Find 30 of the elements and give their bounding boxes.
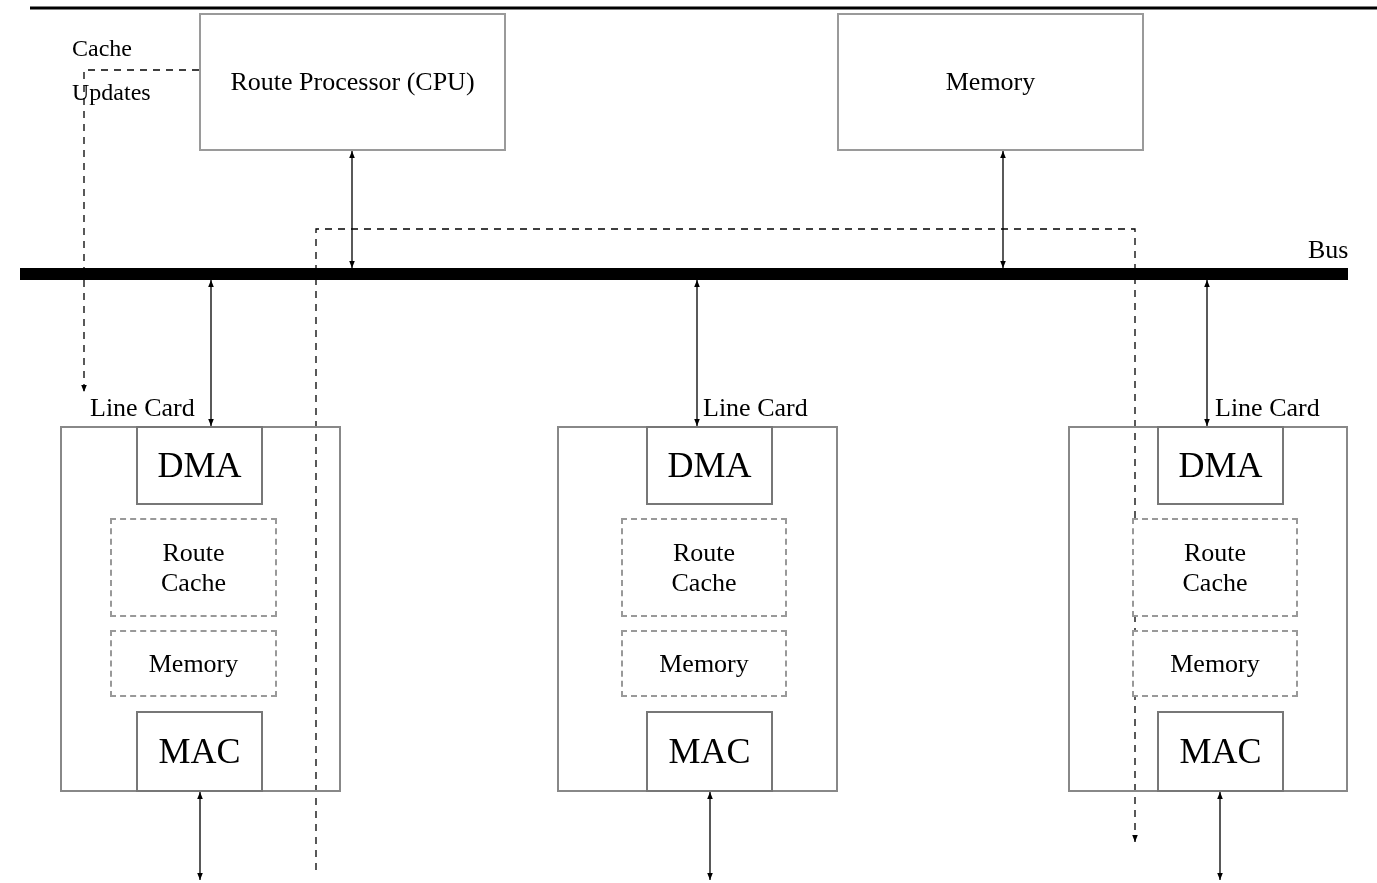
arrow xyxy=(197,791,203,881)
arrow xyxy=(707,791,713,881)
bus-label: Bus xyxy=(1308,234,1349,266)
module-box: Memory xyxy=(1132,630,1298,697)
card-heading: Line Card xyxy=(90,392,195,424)
component-box: Memory xyxy=(837,13,1144,151)
module-box: MAC xyxy=(1157,711,1284,792)
module-box: DMA xyxy=(1157,426,1284,505)
module-box: MAC xyxy=(136,711,263,792)
arrow xyxy=(208,279,214,427)
module-box: MAC xyxy=(646,711,773,792)
dashed-arrow xyxy=(81,69,200,393)
arrow xyxy=(1000,150,1006,269)
card-heading: Line Card xyxy=(703,392,808,424)
dashed-arrow xyxy=(315,228,1138,871)
component-box: Route Processor (CPU) xyxy=(199,13,506,151)
module-box: Route Cache xyxy=(621,518,787,617)
module-box: Memory xyxy=(110,630,277,697)
bus-bar xyxy=(20,268,1348,280)
module-box: DMA xyxy=(646,426,773,505)
arrow xyxy=(349,150,355,269)
module-box: Memory xyxy=(621,630,787,697)
card-heading: Line Card xyxy=(1215,392,1320,424)
module-box: Route Cache xyxy=(1132,518,1298,617)
module-box: Route Cache xyxy=(110,518,277,617)
edge-label: Cache Updates xyxy=(72,34,152,107)
module-box: DMA xyxy=(136,426,263,505)
arrow xyxy=(1204,279,1210,427)
arrow xyxy=(694,279,700,427)
arrow xyxy=(1217,791,1223,881)
